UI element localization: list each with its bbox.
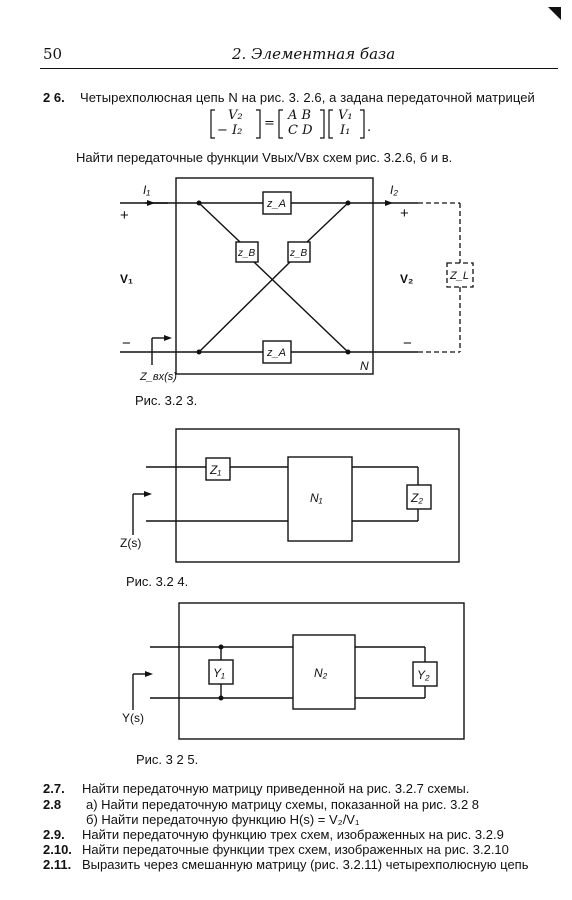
exercise-number: 2.10.: [43, 842, 72, 857]
caption-3-2-5: Рис. 3 2 5.: [136, 752, 199, 767]
label-v2: V₂: [400, 272, 413, 286]
label-y-s: Y(s): [122, 711, 144, 725]
page-number: 50: [43, 45, 63, 63]
caption-3-2-4: Рис. 3.2 4.: [126, 574, 189, 589]
exercise-text: Найти передаточные функции трех схем, из…: [82, 842, 509, 857]
page-corner-mark: [548, 7, 561, 20]
caption-3-2-3: Рис. 3.2 3.: [135, 393, 198, 408]
exercise-text: а) Найти передаточную матрицу схемы, пок…: [86, 797, 480, 812]
exercise-text: Найти передаточную функцию трех схем, из…: [82, 827, 504, 842]
exercise-text: Выразить через смешанную матрицу (рис. 3…: [82, 857, 529, 872]
label-plus-right: +: [400, 205, 409, 222]
exercise-number: 2.7.: [43, 781, 65, 796]
label-zb-right: z_B: [289, 248, 308, 259]
label-minus-right: −: [403, 335, 412, 352]
label-plus-left: +: [120, 207, 129, 224]
label-zl: Z_L: [449, 270, 469, 282]
label-n: N: [360, 359, 369, 373]
problem-text: Четырехполюсная цепь N на рис. 3. 2.6, а…: [80, 90, 535, 105]
label-z1: Z₁: [209, 463, 221, 477]
running-title: 2. Элементная база: [232, 45, 396, 63]
label-y2: Y₂: [417, 668, 430, 682]
label-z2: Z₂: [410, 491, 423, 505]
problem-number: 2 6.: [43, 90, 65, 105]
label-zb-left: z_B: [237, 248, 256, 259]
header-rule: [40, 68, 558, 69]
label-za-bottom: z_A: [266, 347, 286, 359]
label-za-top: z_A: [266, 198, 286, 210]
label-minus-left: −: [122, 335, 131, 352]
matrix-top-row: A B: [288, 108, 312, 123]
label-v1: V₁: [120, 272, 133, 286]
lhs-top: V₂: [228, 108, 243, 123]
equals-sign: =: [264, 116, 275, 131]
label-zin: Z_вх(s): [139, 371, 177, 383]
exercise-text: б) Найти передаточную функцию H(s) = V₂/…: [86, 812, 360, 827]
equation-end: .: [367, 120, 372, 135]
exercise-number: 2.9.: [43, 827, 65, 842]
label-y1: Y₁: [213, 666, 225, 680]
exercise-text: Найти передаточную матрицу приведенной н…: [82, 781, 470, 796]
rhs-bottom: I₁: [340, 123, 351, 138]
exercise-number: 2.11.: [43, 857, 72, 872]
label-i1: I₁: [143, 183, 150, 197]
label-n2: N₂: [314, 666, 328, 680]
label-i2: I₂: [390, 183, 398, 197]
label-z-s: Z(s): [120, 536, 141, 550]
rhs-top: V₁: [338, 108, 353, 123]
matrix-bottom-row: C D: [288, 123, 313, 138]
problem-question: Найти передаточные функции Vвых/Vвх схем…: [76, 150, 453, 165]
lhs-bottom: − I₂: [217, 123, 243, 138]
label-n1: N₁: [310, 491, 323, 505]
exercise-number: 2.8: [43, 797, 62, 812]
